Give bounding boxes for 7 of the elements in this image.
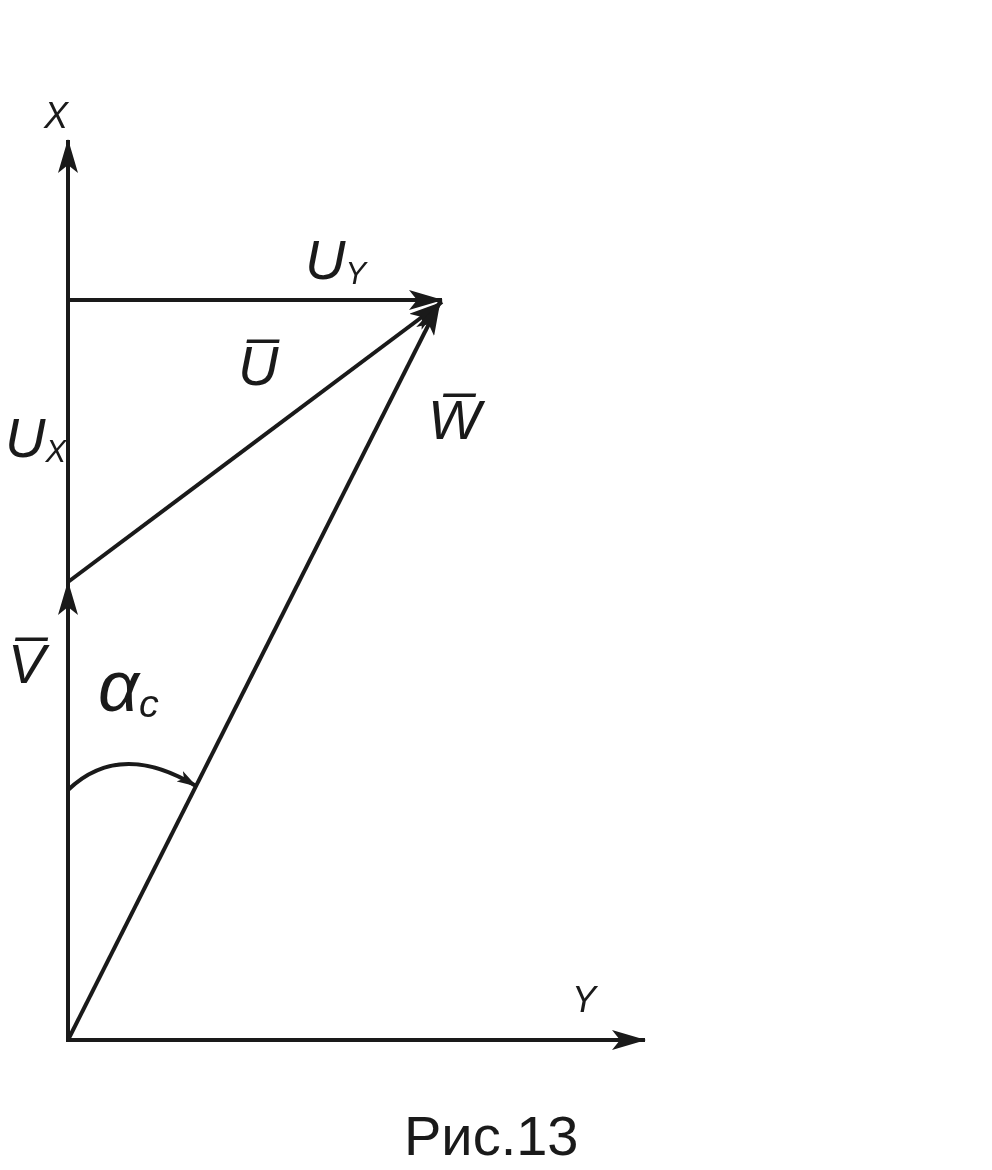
vector-label: U̅: [238, 338, 279, 394]
axis-label: Y: [572, 982, 596, 1018]
vector-label: U$_{Y}$: [305, 232, 366, 290]
figure-caption: Рис.13: [404, 1108, 579, 1164]
angle-label: α$_{c}$: [98, 650, 159, 724]
vector-label: U$_{X}$: [5, 410, 66, 468]
axis-label: X: [44, 98, 68, 134]
